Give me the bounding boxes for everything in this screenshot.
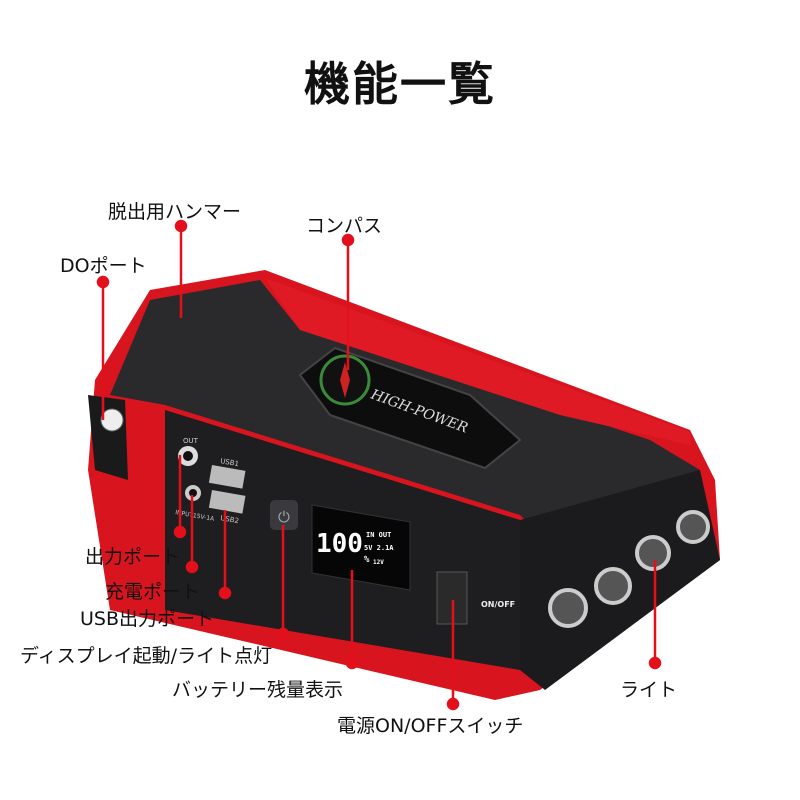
usb1-port xyxy=(208,464,246,489)
label-battery: バッテリー残量表示 xyxy=(172,679,344,701)
svg-text:ON/OFF: ON/OFF xyxy=(481,600,515,609)
svg-text:OUT: OUT xyxy=(183,437,199,445)
svg-text:5V 2.1A: 5V 2.1A xyxy=(364,544,394,552)
label-compass: コンパス xyxy=(306,215,383,237)
label-usb-port: USB出力ポート xyxy=(80,608,215,630)
usb2-port xyxy=(208,490,246,514)
label-output-port: 出力ポート xyxy=(85,546,181,568)
light-icon xyxy=(548,588,588,628)
svg-text:100: 100 xyxy=(316,529,363,559)
page-title: 機能一覧 xyxy=(304,57,496,111)
display-button xyxy=(270,500,298,530)
light-icon xyxy=(594,567,632,605)
svg-text:%: % xyxy=(364,555,370,565)
svg-text:12V: 12V xyxy=(373,559,384,566)
label-display-button: ディスプレイ起動/ライト点灯 xyxy=(20,645,273,667)
light-icon xyxy=(676,510,710,544)
svg-text:USB1: USB1 xyxy=(220,457,240,468)
label-light: ライト xyxy=(620,679,678,701)
svg-text:IN OUT: IN OUT xyxy=(366,531,391,539)
svg-text:USB2: USB2 xyxy=(220,514,240,525)
label-charge-port: 充電ポート xyxy=(105,581,201,603)
label-power-switch: 電源ON/OFFスイッチ xyxy=(337,715,524,737)
battery-display xyxy=(311,504,411,591)
label-do-port: DOポート xyxy=(60,255,147,277)
label-hammer: 脱出用ハンマー xyxy=(108,201,242,223)
light-lamps xyxy=(548,510,710,628)
power-icon: ⏻ xyxy=(278,508,290,526)
light-icon xyxy=(635,535,671,571)
